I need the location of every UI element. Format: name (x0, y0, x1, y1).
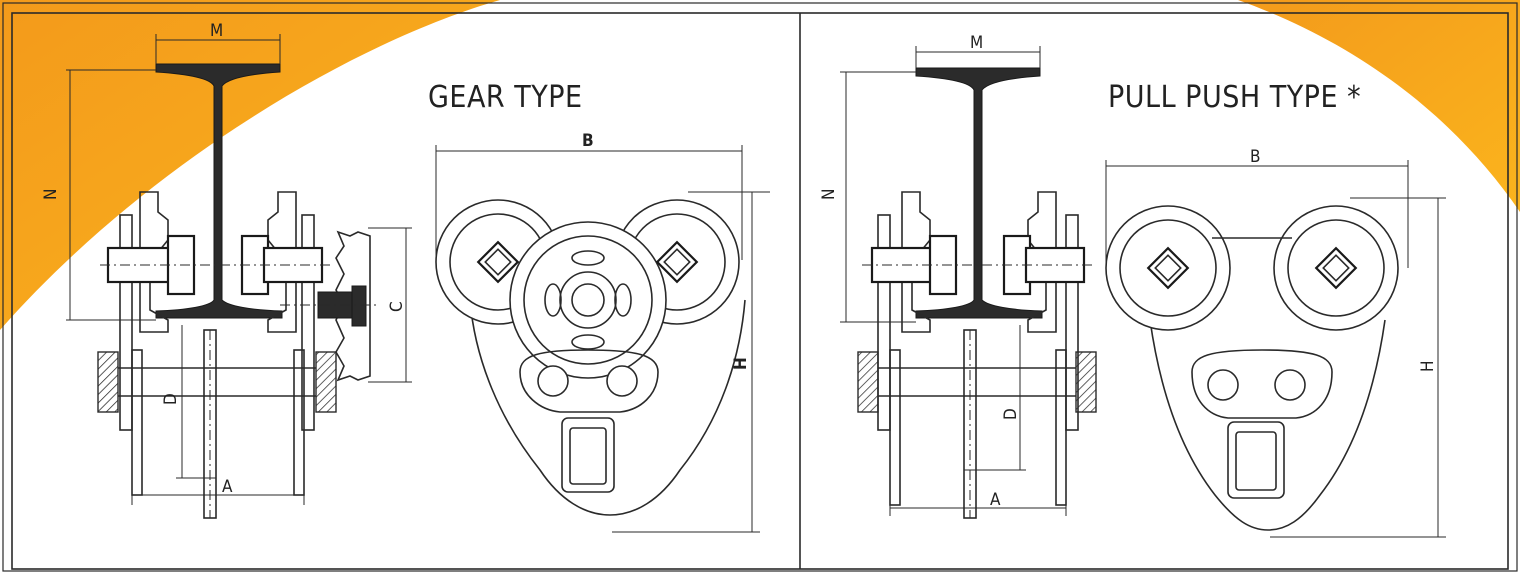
axle-bolts-pull-push (862, 234, 1094, 296)
label-m-2: M (970, 33, 983, 53)
gear-hand-wheel-side (280, 230, 380, 382)
label-b-2: B (1250, 147, 1261, 167)
load-bar-gear (97, 329, 337, 519)
label-d: D (161, 393, 181, 405)
dimension-a-pull-push: A (889, 430, 1067, 516)
background-swoosh (0, 0, 1520, 330)
label-h-2: H (1418, 360, 1438, 372)
dimension-h-gear: H (612, 191, 770, 533)
label-n-2: N (819, 189, 839, 200)
dimension-b-pull-push: B (1105, 147, 1409, 268)
label-m: M (210, 21, 223, 41)
dimension-b-gear: B (435, 131, 743, 260)
dimension-n-gear: N (41, 69, 156, 321)
label-a-2: A (990, 490, 1001, 510)
label-n: N (41, 189, 61, 200)
dimension-d-gear: D (161, 325, 216, 479)
trolley-front-view-pull-push (1105, 205, 1399, 531)
label-b: B (582, 131, 594, 151)
panel-title-gear: GEAR TYPE (428, 80, 583, 115)
dimension-m-gear: M (155, 21, 281, 64)
panel-pull-push-type: PULL PUSH TYPE * M N (819, 33, 1446, 538)
i-beam-gear (155, 63, 283, 319)
label-h: H (731, 357, 751, 370)
trolley-front-view-gear (435, 199, 746, 516)
label-a: A (222, 477, 233, 497)
dimension-a-gear: A (131, 430, 305, 505)
load-bar-pull-push (857, 329, 1097, 519)
axle-bolts-gear (100, 234, 330, 296)
dimension-d-pull-push: D (964, 325, 1026, 471)
dimension-c-gear: C (368, 227, 412, 383)
dimension-m-pull-push: M (915, 33, 1041, 68)
panel-gear-type: GEAR TYPE M N (41, 21, 770, 533)
label-c: C (387, 301, 407, 312)
panel-title-pull-push: PULL PUSH TYPE * (1108, 80, 1361, 115)
i-beam-pull-push (915, 67, 1043, 319)
label-d-2: D (1001, 408, 1021, 420)
dimension-h-pull-push: H (1270, 197, 1446, 538)
